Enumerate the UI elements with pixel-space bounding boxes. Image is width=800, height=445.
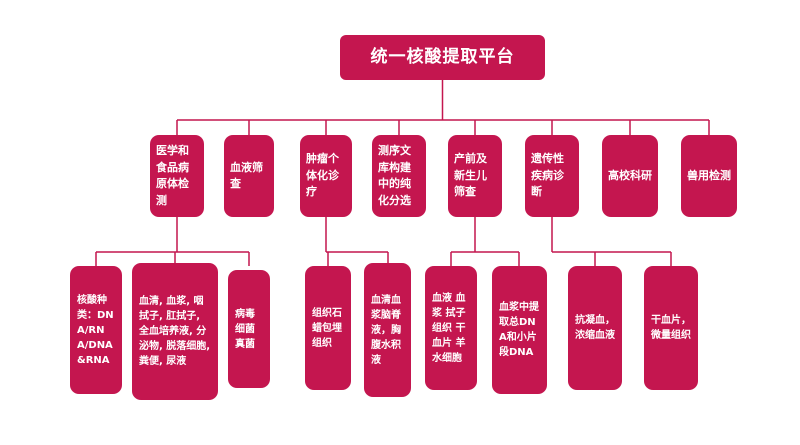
root-node-platform: 统一核酸提取平台 (340, 35, 545, 80)
connector-group-prenatal (450, 217, 520, 266)
node-label: 血浆中提取总DNA和小片段DNA (499, 302, 539, 358)
node-blood-plasma-swab-tissue: 血液 血浆 拭子 组织 干血片 羊水细胞 (425, 266, 477, 390)
connector-group-genetic (551, 217, 672, 266)
node-medical-food-pathogen-detection: 医学和食品病原体检测 (150, 135, 204, 217)
node-label: 高校科研 (608, 168, 652, 182)
node-label: 血清血浆脑脊液，胸腹水积液 (371, 294, 401, 366)
node-label: 组织石蜡包埋组织 (312, 307, 342, 349)
node-label: 遗传性疾病诊断 (531, 152, 564, 199)
node-label: 产前及新生儿筛查 (454, 152, 487, 199)
node-label: 病毒细菌真菌 (235, 308, 255, 350)
node-veterinary-testing: 兽用检测 (681, 135, 737, 217)
node-university-research: 高校科研 (602, 135, 658, 217)
connector-root-to-level2 (176, 80, 710, 135)
node-serum-plasma-csf-effusion: 血清血浆脑脊液，胸腹水积液 (364, 263, 411, 397)
node-clinical-sample-types: 血清, 血浆, 咽拭子, 肛拭子, 全血培养液, 分泌物, 脱落细胞, 粪便, … (132, 263, 218, 400)
node-dried-blood-spot-trace-tissue: 干血片，微量组织 (644, 266, 698, 390)
connector-group-pathogen (95, 217, 250, 266)
node-sequencing-library-purification: 测序文库构建中的纯化分选 (372, 135, 426, 217)
node-blood-screening: 血液筛查 (224, 135, 274, 217)
node-paraffin-embedded-tissue: 组织石蜡包埋组织 (305, 266, 351, 390)
root-node-label: 统一核酸提取平台 (370, 46, 515, 67)
node-label: 兽用检测 (687, 168, 731, 182)
node-genetic-disease-diagnosis: 遗传性疾病诊断 (525, 135, 579, 217)
node-label: 血液筛查 (230, 160, 263, 191)
node-virus-bacteria-fungi: 病毒细菌真菌 (228, 270, 270, 388)
node-personalized-tumor-therapy: 肿瘤个体化诊疗 (300, 135, 352, 217)
node-label: 干血片，微量组织 (651, 315, 691, 341)
node-label: 血清, 血浆, 咽拭子, 肛拭子, 全血培养液, 分泌物, 脱落细胞, 粪便, … (139, 296, 211, 367)
node-label: 肿瘤个体化诊疗 (306, 152, 339, 199)
node-label: 医学和食品病原体检测 (156, 144, 189, 207)
connector-group-tumor (325, 217, 389, 266)
node-label: 血液 血浆 拭子 组织 干血片 羊水细胞 (432, 292, 466, 364)
node-plasma-total-dna: 血浆中提取总DNA和小片段DNA (492, 266, 547, 394)
node-prenatal-newborn-screening: 产前及新生儿筛查 (448, 135, 502, 217)
node-anticoagulated-concentrated-blood: 抗凝血，浓缩血液 (568, 266, 622, 390)
node-label: 抗凝血，浓缩血液 (575, 315, 615, 341)
node-nucleic-acid-types: 核酸种类：DNA/RNA/DNA&RNA (70, 266, 122, 394)
node-label: 测序文库构建中的纯化分选 (378, 144, 411, 207)
node-label: 核酸种类：DNA/RNA/DNA&RNA (77, 294, 114, 366)
